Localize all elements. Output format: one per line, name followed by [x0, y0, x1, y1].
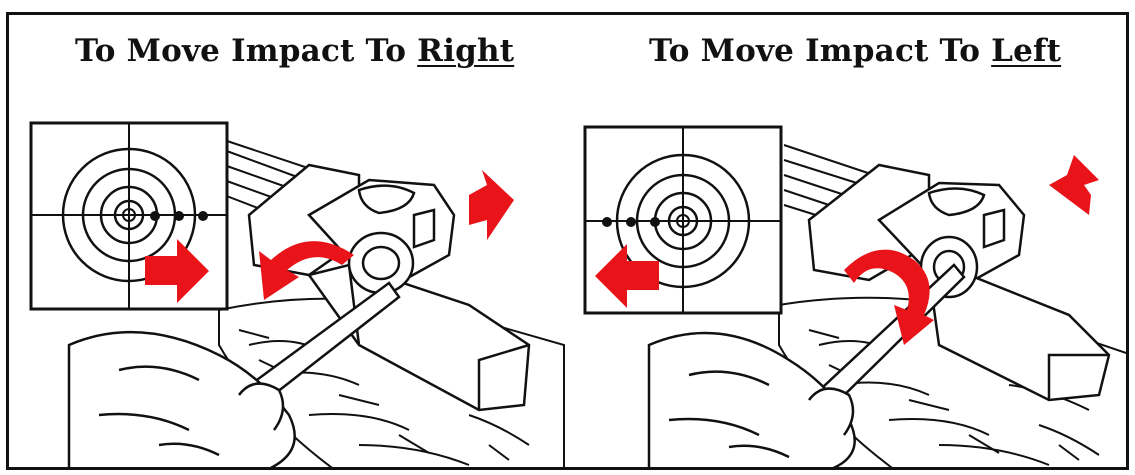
sight-move-arrow-right	[469, 170, 514, 240]
shot-impact-mark	[626, 217, 636, 227]
panel-move-left-drawing	[583, 125, 1126, 467]
sight-move-arrow-left	[1049, 155, 1099, 215]
rear-sight-illustration	[807, 163, 1111, 402]
target-diagram-left	[583, 125, 783, 315]
shot-impact-mark	[602, 217, 612, 227]
illustration-frame: To Move Impact To Right To Move Impact T…	[6, 12, 1129, 470]
panel-title-left-adjustment: To Move Impact To Left	[649, 33, 1061, 69]
panel-move-left	[569, 15, 1126, 467]
turn-direction-arrow	[259, 241, 354, 300]
panel-title-right-adjustment: To Move Impact To Right	[75, 33, 514, 69]
shot-impact-mark	[198, 211, 208, 221]
panel-move-right	[9, 15, 569, 467]
adjustment-arrows	[259, 170, 514, 300]
title-emphasis: Left	[991, 33, 1062, 69]
panel-move-right-drawing	[29, 121, 565, 467]
shot-impact-mark	[174, 211, 184, 221]
shot-impact-mark	[650, 217, 660, 227]
title-emphasis: Right	[417, 33, 515, 69]
impact-shift-arrow-right	[145, 239, 209, 303]
title-prefix: To Move Impact To	[649, 33, 992, 69]
windage-knob-illustration	[347, 231, 415, 295]
adjustment-arrows	[844, 155, 1099, 345]
hand-with-screwdriver-illustration	[67, 281, 401, 467]
turn-direction-arrow	[844, 249, 934, 345]
target-diagram-right	[29, 121, 229, 311]
title-prefix: To Move Impact To	[75, 33, 418, 69]
impact-shift-arrow-left	[595, 244, 659, 308]
shot-impact-mark	[150, 211, 160, 221]
